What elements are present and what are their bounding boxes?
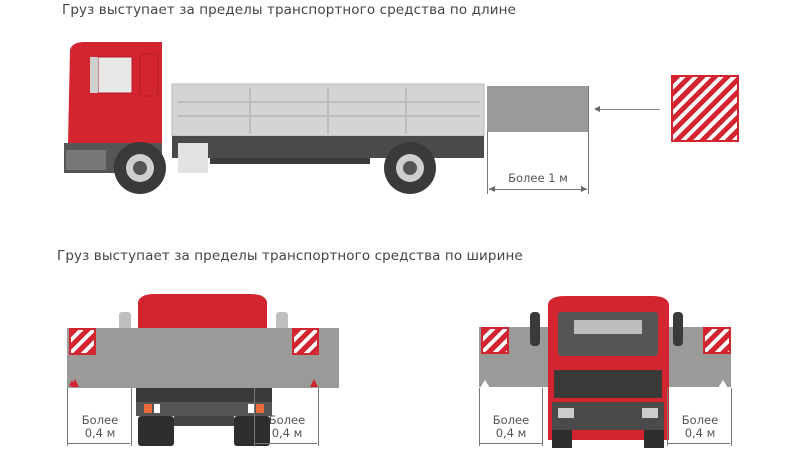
rear-dim-line-inner-left	[131, 388, 132, 446]
heading-length: Груз выступает за пределы транспортного …	[62, 2, 516, 18]
rear-dim-line-inner-right	[254, 388, 255, 446]
truck-side-view	[60, 40, 500, 200]
rear-right-label-line1: Более	[268, 413, 306, 427]
warning-stripe-sign-icon	[671, 75, 739, 142]
rear-right-stripe-sign-icon	[292, 328, 319, 355]
pointer-arrow-line	[598, 109, 660, 110]
dimension-arrow-right-icon	[581, 186, 587, 192]
truck-rear-illustration	[67, 294, 339, 446]
front-dim-line-outer-left	[479, 388, 480, 446]
front-dim-line-inner-left	[542, 388, 543, 446]
rear-dim-line-outer-left	[67, 388, 68, 446]
front-left-label-line1: Более	[492, 413, 530, 427]
pointer-arrow-icon	[594, 106, 600, 112]
dimension-arrow-left-icon	[489, 186, 495, 192]
front-right-label-line2: 0,4 м	[684, 426, 716, 440]
front-right-label-line1: Более	[681, 413, 719, 427]
truck-side-illustration	[64, 42, 485, 194]
front-dim-line-right	[668, 443, 730, 444]
rear-left-dimension-label: Более 0,4 м	[70, 414, 130, 440]
rear-left-stripe-sign-icon	[69, 328, 96, 355]
front-left-stripe-sign-icon	[481, 327, 509, 354]
dimension-line-right	[588, 86, 589, 194]
front-left-label-line2: 0,4 м	[495, 426, 527, 440]
front-left-dimension-label: Более 0,4 м	[481, 414, 541, 440]
dimension-line-left	[487, 132, 488, 194]
rear-right-label-line2: 0,4 м	[271, 426, 303, 440]
rear-right-dimension-label: Более 0,4 м	[257, 414, 317, 440]
rear-dim-line-outer-right	[318, 388, 319, 446]
dimension-line-horizontal	[489, 189, 587, 190]
heading-width: Груз выступает за пределы транспортного …	[57, 248, 523, 264]
cargo-overhang-rear	[487, 86, 589, 132]
front-right-dimension-label: Более 0,4 м	[670, 414, 730, 440]
rear-dim-line-right	[255, 443, 317, 444]
rear-left-label-line2: 0,4 м	[84, 426, 116, 440]
rear-dim-line-left	[68, 443, 130, 444]
truck-front-illustration	[479, 296, 731, 448]
front-dim-line-inner-right	[667, 388, 668, 446]
truck-rear-view	[60, 290, 340, 450]
truck-front-view	[470, 290, 750, 450]
rear-left-label-line1: Более	[81, 413, 119, 427]
front-right-stripe-sign-icon	[703, 327, 731, 354]
front-dim-line-outer-right	[731, 388, 732, 446]
dimension-label-length: Более 1 м	[508, 171, 568, 185]
front-dim-line-left	[480, 443, 542, 444]
